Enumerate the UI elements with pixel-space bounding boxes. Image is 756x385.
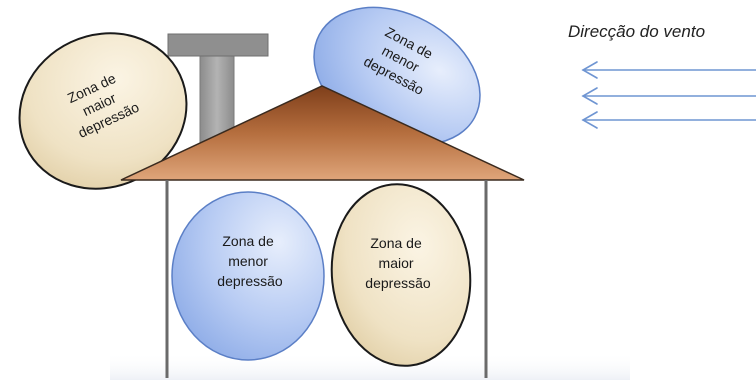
wind-arrow-2	[581, 87, 756, 105]
floor-shadow	[110, 352, 630, 380]
zone-inner-right-line-2: maior	[379, 255, 414, 271]
wind-arrow-3	[581, 111, 756, 129]
wind-direction-label: Direcção do vento	[568, 22, 706, 41]
zone-roof-left: Zona de maior depressão	[18, 32, 188, 190]
zone-inner-right-line-1: Zona de	[370, 235, 422, 251]
zone-inner-left-line-3: depressão	[217, 273, 283, 289]
zone-inner-left-line-2: menor	[228, 253, 268, 269]
svg-text:Zona de maior depr: Zona de maior depressão	[365, 235, 431, 291]
zone-inner-right-line-3: depressão	[365, 275, 431, 291]
roof	[120, 85, 525, 181]
wind-arrow-1	[581, 61, 756, 79]
zone-inner-right: Zona de maior depressão	[330, 183, 472, 367]
zone-inner-left-line-1: Zona de	[222, 233, 274, 249]
house-walls	[165, 180, 488, 378]
zone-inner-left: Zona de menor depressão	[171, 191, 325, 361]
svg-text:Zona de menor depr: Zona de menor depressão	[217, 233, 283, 289]
wind-arrows	[581, 61, 756, 129]
